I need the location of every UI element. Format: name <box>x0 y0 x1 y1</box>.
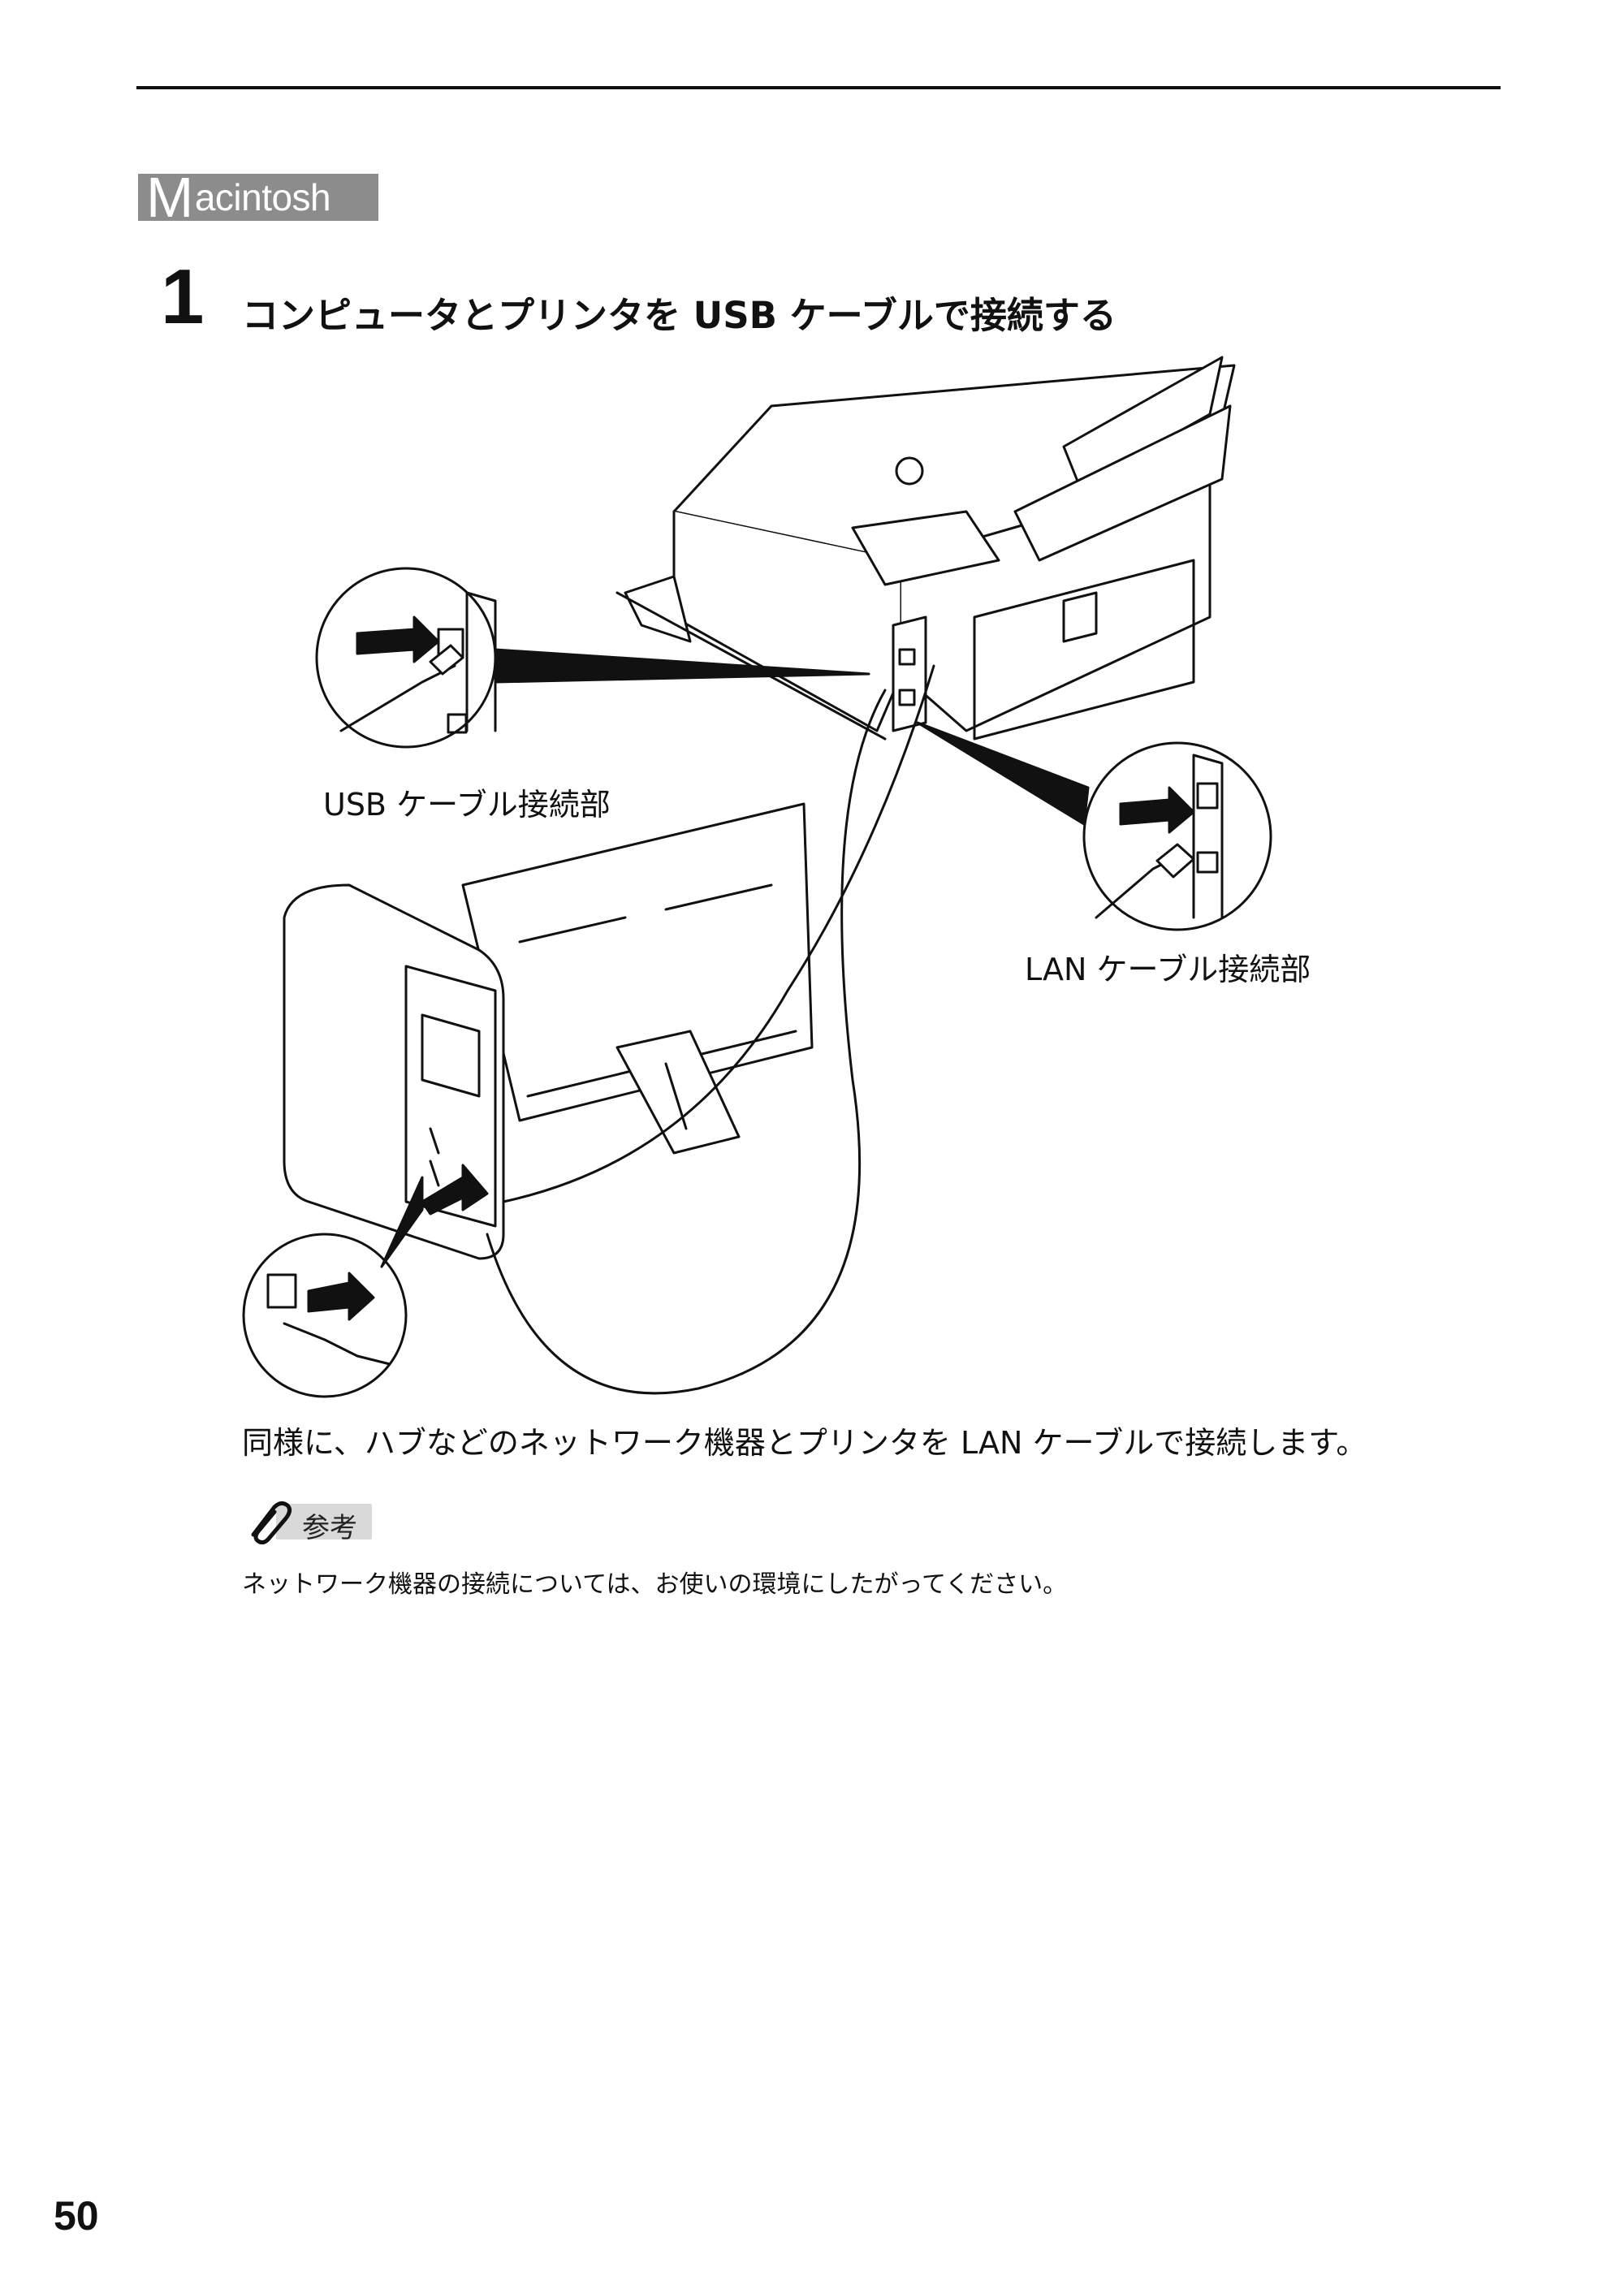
reference-badge: 参考 <box>242 1499 372 1544</box>
header-rule <box>136 86 1501 89</box>
lan-port-label: LAN ケーブル接続部 <box>1025 952 1311 987</box>
os-section-badge: M acintosh <box>138 166 378 229</box>
step-title: コンピュータとプリンタを USB ケーブルで接続する <box>242 294 1116 337</box>
paperclip-icon <box>251 1501 292 1544</box>
usb-port-magnifier <box>315 567 497 749</box>
printer-drawing <box>615 356 1236 741</box>
usb-magnifier-pointer <box>494 648 870 684</box>
reference-note: ネットワーク機器の接続については、お使いの環境にしたがってください。 <box>242 1570 1068 1599</box>
computer-magnifier-pointer <box>380 1176 424 1268</box>
computer-arrow <box>421 1164 489 1216</box>
connection-illustration <box>242 356 1272 1398</box>
usb-cable <box>486 689 887 1395</box>
reference-badge-bg <box>276 1504 372 1539</box>
page-number: 50 <box>54 2193 99 2239</box>
usb-port-label: USB ケーブル接続部 <box>323 787 611 823</box>
monitor-drawing <box>461 802 814 1155</box>
computer-drawing <box>283 883 505 1260</box>
instruction-text: 同様に、ハブなどのネットワーク機器とプリンタを LAN ケーブルで接続します。 <box>242 1425 1367 1461</box>
os-badge-rest: acintosh <box>194 176 331 218</box>
os-badge-initial: M <box>146 166 193 229</box>
reference-badge-label: 参考 <box>302 1512 357 1544</box>
computer-port-magnifier <box>242 1233 408 1398</box>
lan-port-magnifier <box>1082 741 1272 931</box>
step-number: 1 <box>161 253 205 340</box>
lan-magnifier-pointer <box>916 721 1090 826</box>
lan-cable <box>502 664 935 1203</box>
